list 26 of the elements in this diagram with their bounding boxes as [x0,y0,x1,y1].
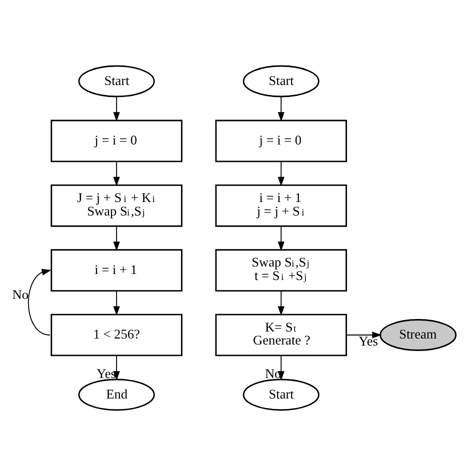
node-box: j = i = 0 [50,119,182,162]
node-ellipse: Start [242,378,320,410]
arrow [113,96,120,122]
node-box: 1 < 256? [50,313,182,356]
edge-label: No [12,286,29,302]
arrow [113,290,120,316]
arrow [28,268,52,335]
arrow [278,96,284,122]
node-box: K= St Generate ? [215,313,347,356]
node-ellipse: Stream [380,318,457,350]
node-ellipse: Start [78,64,155,97]
arrow [278,225,284,251]
arrow [113,160,120,186]
arrow [346,331,382,338]
arrow [278,160,284,186]
arrow [278,290,284,316]
arrow [113,225,120,251]
edge-label: Yes [358,333,378,348]
node-ellipse: End [78,378,155,410]
node-ellipse: Start [242,64,320,97]
edge-label: Yes [96,366,116,381]
node-box: J = j + Si + Ki Swap Si,Sj [50,184,182,226]
node-box: i = i + 1 j = j + Si [215,184,347,226]
node-box: i = i + 1 [50,248,182,291]
node-box: Swap Si,Sj t = Si +Sj [215,248,347,291]
node-box: j = i = 0 [215,119,347,162]
